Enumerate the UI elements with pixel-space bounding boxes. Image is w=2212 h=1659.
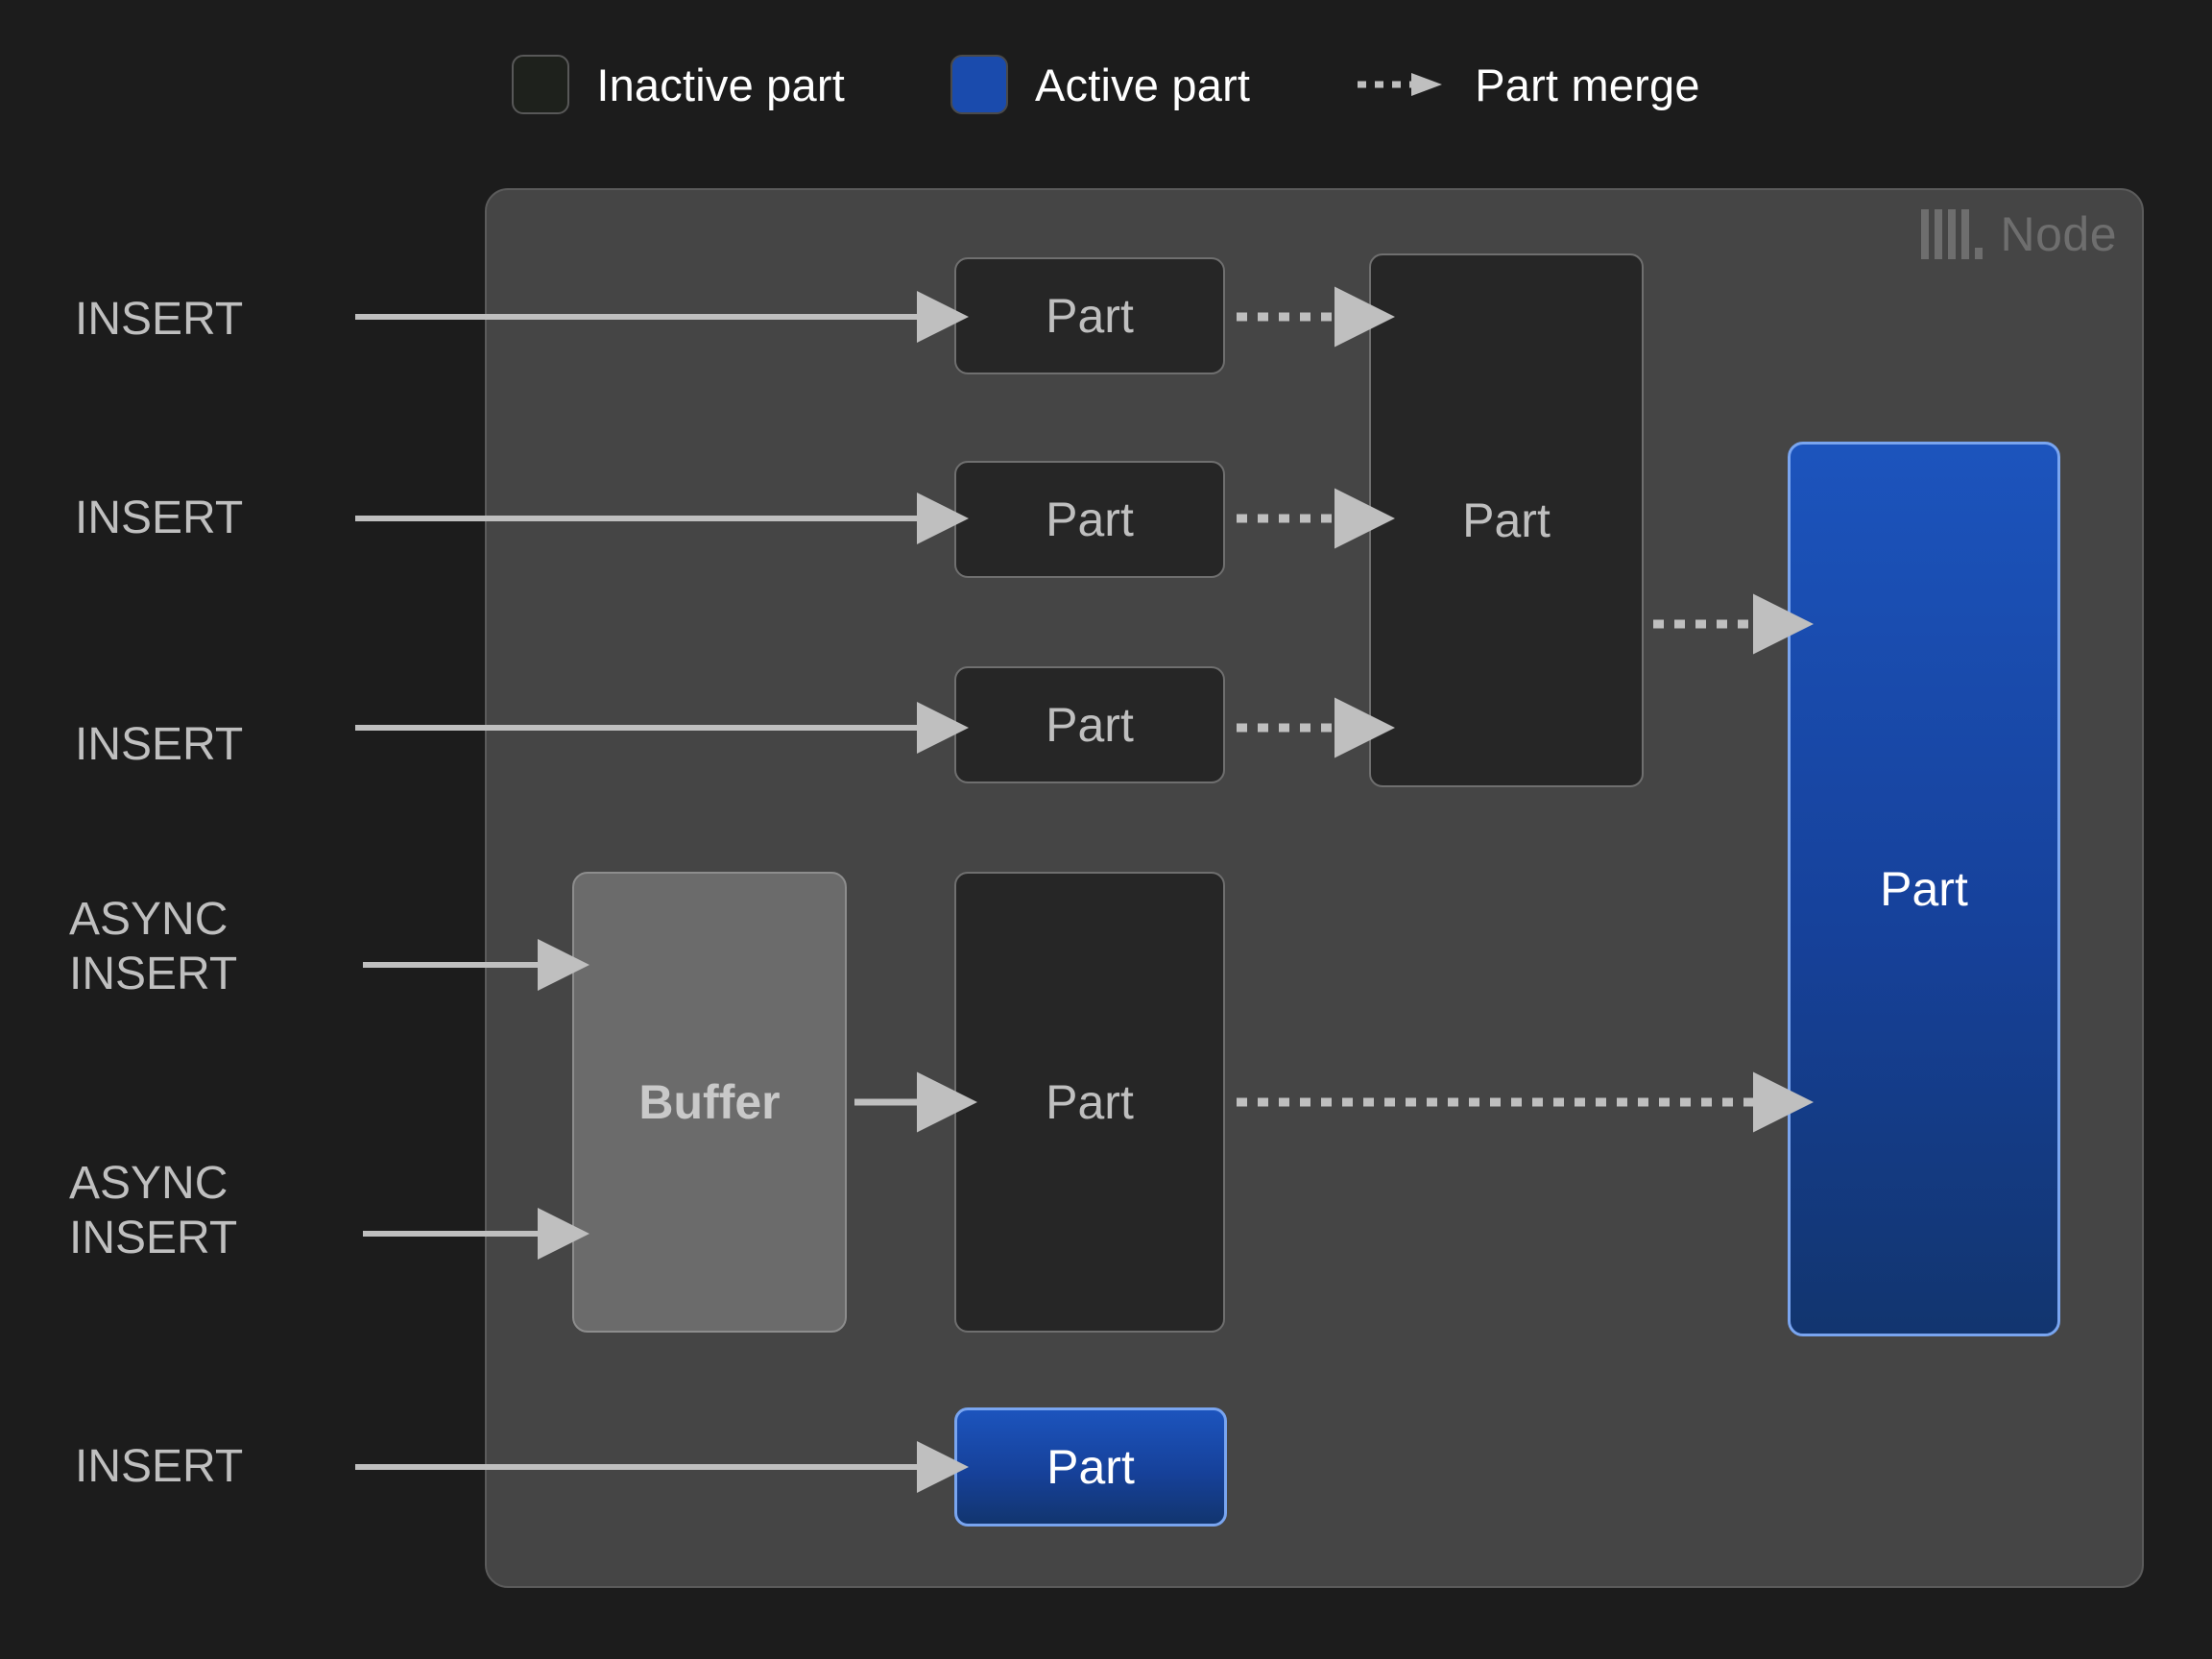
- part-box-4[interactable]: Part: [954, 872, 1225, 1333]
- part-box-label: Part: [1046, 698, 1134, 752]
- node-label: Node: [2000, 207, 2117, 261]
- part-box-label: Part: [1462, 493, 1551, 547]
- source-label-insert-3: INSERT: [75, 719, 244, 770]
- legend-item-active-part: Active part: [950, 55, 1250, 114]
- active-part-swatch-icon: [950, 55, 1008, 114]
- clickhouse-logo-icon: [1921, 209, 1984, 259]
- part-box-label: Part: [1046, 289, 1134, 343]
- legend-label-inactive-part: Inactive part: [596, 59, 845, 110]
- source-label-insert-2: INSERT: [75, 493, 244, 543]
- node-tag: Node: [1921, 209, 2117, 259]
- part-box-2[interactable]: Part: [954, 461, 1225, 578]
- part-box-merged[interactable]: Part: [1369, 253, 1644, 787]
- part-box-label: Part: [1880, 862, 1968, 916]
- source-label-insert-4: INSERT: [75, 1441, 244, 1492]
- source-label-async-insert-2: ASYNC INSERT: [69, 1158, 238, 1263]
- part-box-active-bottom[interactable]: Part: [954, 1407, 1227, 1527]
- part-box-3[interactable]: Part: [954, 666, 1225, 783]
- inactive-part-swatch-icon: [512, 55, 570, 114]
- buffer-box-label: Buffer: [638, 1075, 781, 1129]
- legend-item-part-merge: Part merge: [1356, 62, 1699, 108]
- source-label-async-insert-1: ASYNC INSERT: [69, 894, 238, 999]
- legend-item-inactive-part: Inactive part: [512, 55, 845, 114]
- source-label-insert-1: INSERT: [75, 294, 244, 345]
- dashed-arrow-icon: [1356, 71, 1448, 98]
- part-box-1[interactable]: Part: [954, 257, 1225, 374]
- legend: Inactive part Active part Part merge: [0, 50, 2212, 119]
- legend-label-part-merge: Part merge: [1475, 59, 1700, 110]
- part-box-final-active[interactable]: Part: [1788, 442, 2060, 1336]
- part-box-label: Part: [1046, 493, 1134, 546]
- legend-label-active-part: Active part: [1034, 59, 1251, 110]
- part-box-label: Part: [1046, 1440, 1135, 1494]
- buffer-box[interactable]: Buffer: [572, 872, 847, 1333]
- part-box-label: Part: [1046, 1075, 1134, 1129]
